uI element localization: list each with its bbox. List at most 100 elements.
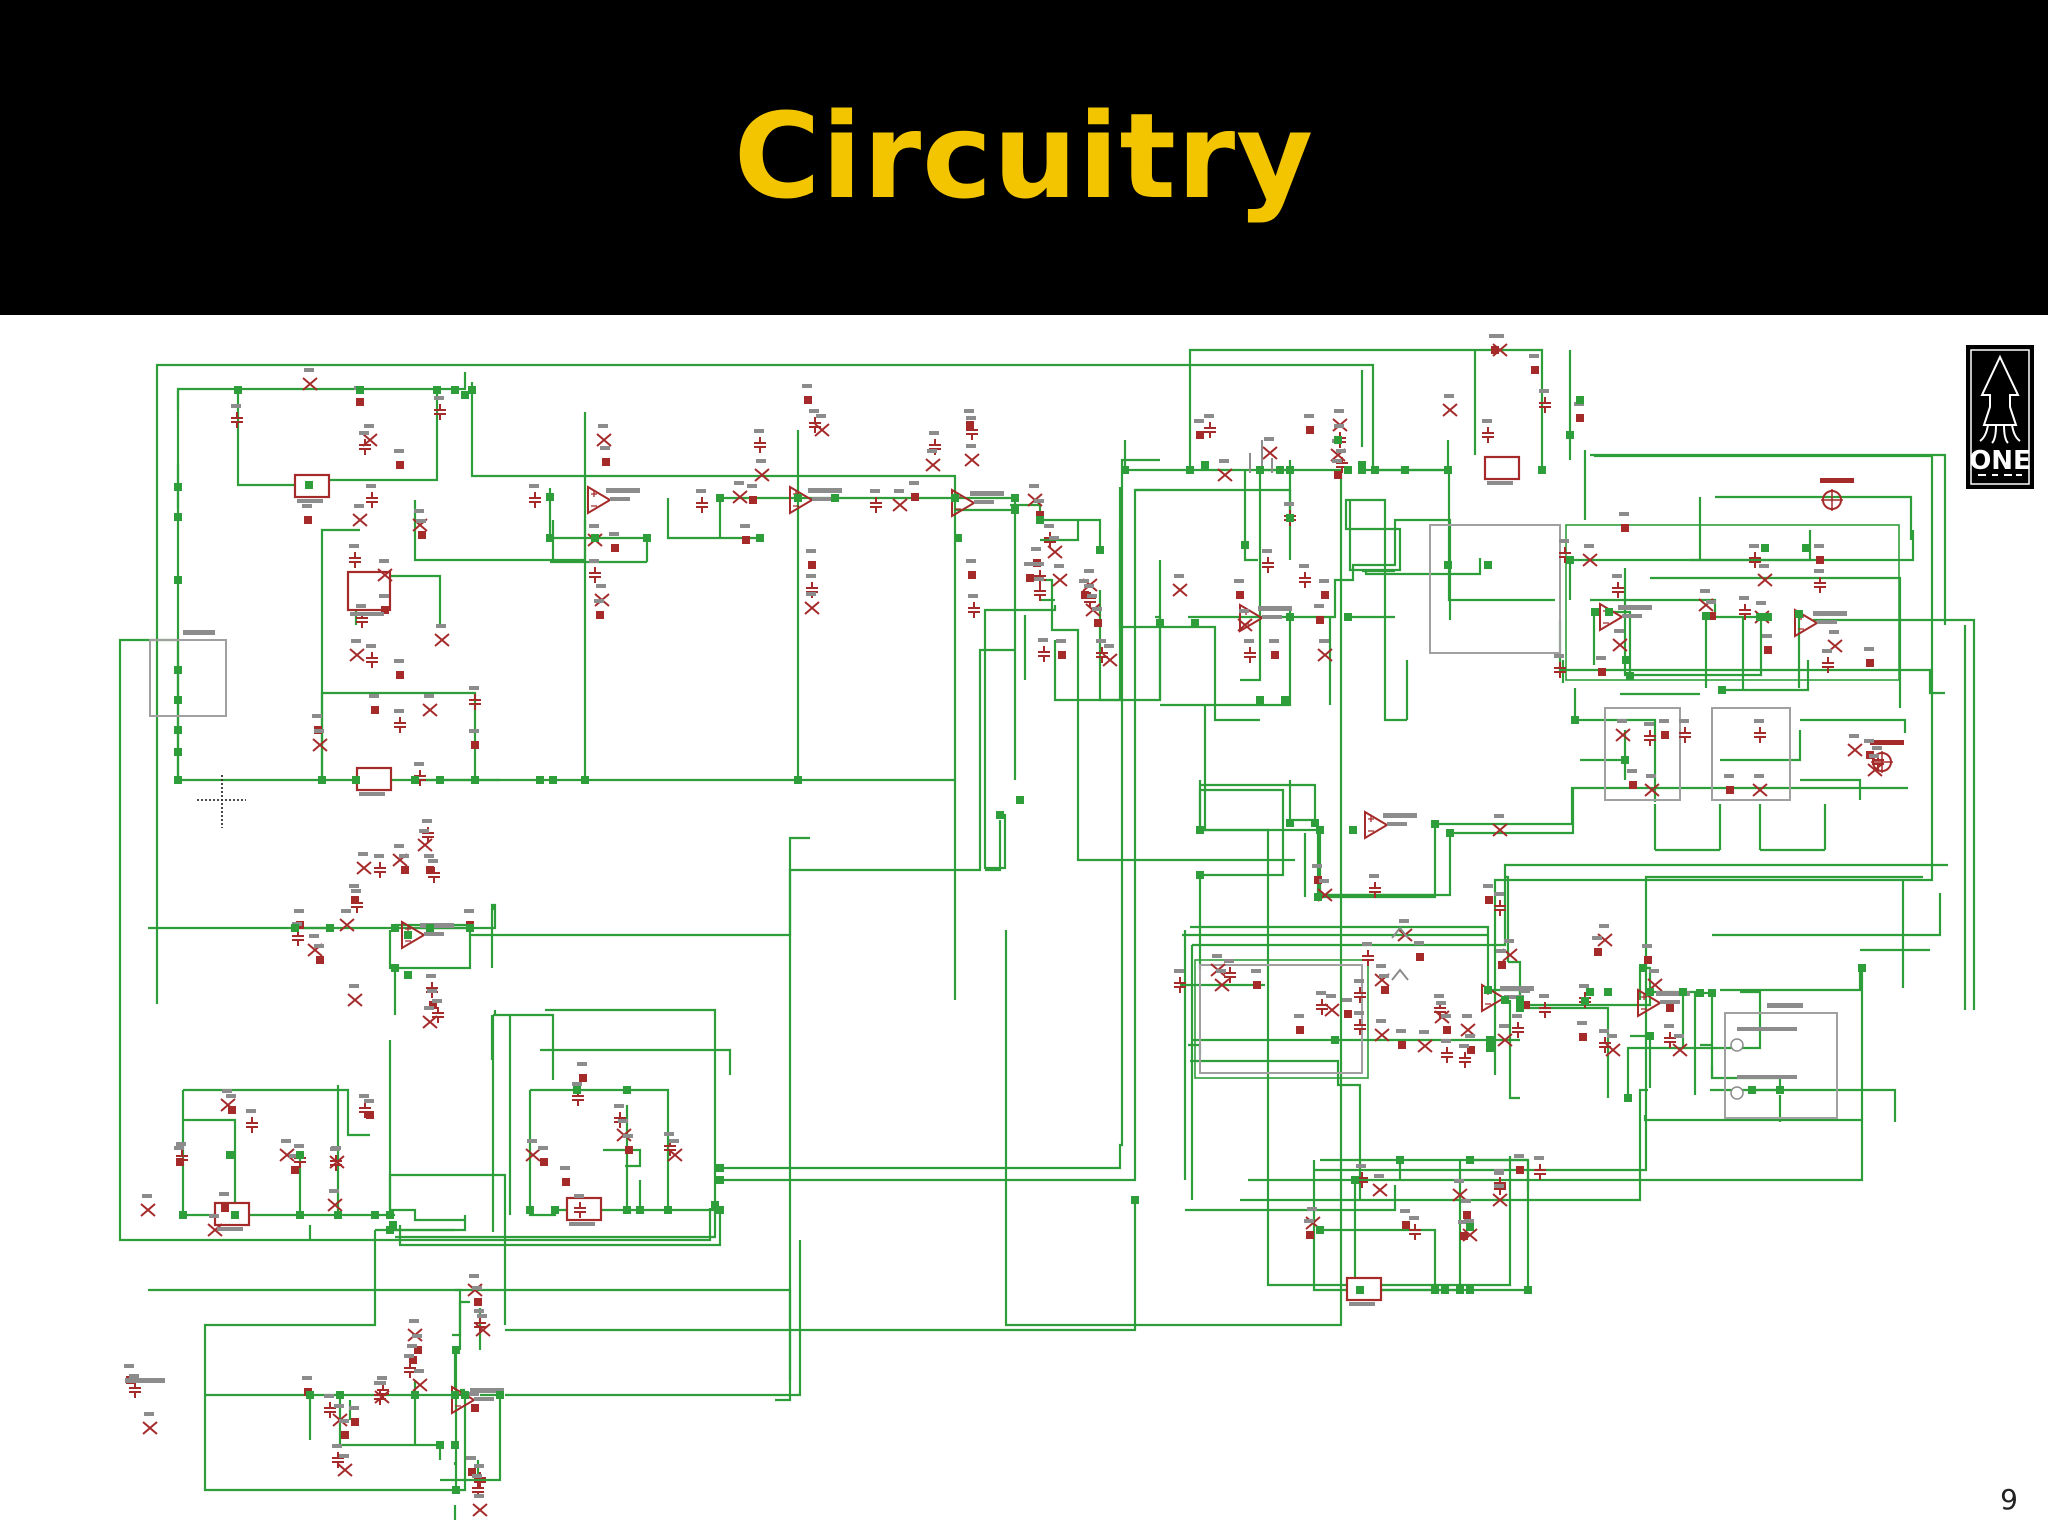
component-label <box>1617 719 1627 723</box>
wire-junction <box>591 534 599 542</box>
component-label <box>1592 936 1602 940</box>
component-label <box>129 1374 139 1378</box>
capacitor-symbol <box>1539 397 1551 413</box>
component-label <box>472 1474 482 1478</box>
component-pin <box>1081 591 1089 599</box>
wire-path <box>1435 786 1908 826</box>
component-label <box>1024 562 1034 566</box>
wire-junction <box>451 386 459 394</box>
component-label <box>1584 544 1594 548</box>
wire-junction <box>716 1206 724 1214</box>
component-label <box>669 1139 679 1143</box>
component-label <box>414 509 424 513</box>
wire-path <box>1190 1059 1362 1200</box>
opamp-symbol <box>789 485 814 515</box>
wire-junction <box>1748 1086 1756 1094</box>
component-pin <box>1026 574 1034 582</box>
component-label <box>1539 389 1549 393</box>
wire-junction <box>1696 989 1704 997</box>
component-label <box>414 1369 424 1373</box>
component-label <box>349 884 359 888</box>
wire-junction <box>1626 672 1634 680</box>
component-label <box>1622 614 1642 618</box>
capacitor-symbol <box>176 1150 188 1166</box>
wire-junction <box>334 1211 342 1219</box>
component-label <box>1724 774 1734 778</box>
component-pin <box>1196 431 1204 439</box>
component-label <box>1096 639 1106 643</box>
wire-junction <box>291 924 299 932</box>
wire-path <box>1722 660 1810 692</box>
wire-junction <box>1036 516 1044 524</box>
component-label <box>1664 1024 1674 1028</box>
component-label <box>1756 601 1766 605</box>
wire-path <box>1198 788 1285 877</box>
component-label <box>1759 564 1769 568</box>
component-label <box>469 1392 479 1396</box>
component-label <box>816 414 826 418</box>
wire-path <box>983 605 1057 870</box>
wire-path <box>309 390 439 482</box>
wire-junction <box>1431 820 1439 828</box>
component-label <box>1212 954 1222 958</box>
wire-path <box>720 458 1160 1170</box>
component-label <box>1219 459 1229 463</box>
wire-path <box>1712 880 1942 988</box>
component-label <box>1379 974 1389 978</box>
wire-junction <box>1444 561 1452 569</box>
wire-path <box>1583 450 1947 665</box>
ic-box <box>355 766 393 792</box>
wire-junction <box>234 386 242 394</box>
wire-junction <box>1358 461 1366 469</box>
wire-junction <box>1444 466 1452 474</box>
capacitor-symbol <box>359 1102 371 1118</box>
component-label <box>1304 1219 1314 1223</box>
wire-junction <box>1286 613 1294 621</box>
component-label <box>1829 630 1839 634</box>
component-label <box>1599 1029 1609 1033</box>
component-pin <box>396 671 404 679</box>
opamp-symbol <box>1364 810 1389 840</box>
component-pin <box>1491 346 1499 354</box>
capacitor-symbol <box>472 1482 484 1498</box>
component-label <box>349 544 359 548</box>
component-label <box>1334 424 1344 428</box>
wire-junction <box>1316 1226 1324 1234</box>
resistor-symbol <box>1605 1043 1621 1057</box>
component-label <box>1674 1034 1684 1038</box>
resistor-symbol <box>1374 1028 1390 1042</box>
component-label <box>1504 939 1514 943</box>
component-label <box>618 1119 628 1123</box>
component-label <box>1577 1021 1587 1025</box>
resistor-symbol <box>1492 343 1508 357</box>
component-pin <box>749 496 757 504</box>
component-label <box>1092 607 1102 611</box>
component-label <box>1087 594 1097 598</box>
component-pin <box>471 1404 479 1412</box>
wire-junction <box>1286 466 1294 474</box>
component-label <box>598 424 608 428</box>
resistor-symbol <box>1372 1183 1388 1197</box>
component-label <box>376 1381 386 1385</box>
wire-junction <box>1256 696 1264 704</box>
capacitor-symbol <box>574 1202 586 1218</box>
wire-path <box>1520 1006 1610 1098</box>
component-label <box>594 599 604 603</box>
component-pin <box>1381 986 1389 994</box>
component-label <box>740 524 750 528</box>
component-label <box>379 594 389 598</box>
component-label <box>359 792 385 796</box>
resistor-symbol <box>352 513 368 527</box>
connector-label <box>1820 478 1854 483</box>
wire-junction <box>1516 1004 1524 1012</box>
capacitor-symbol <box>356 612 368 628</box>
opamp-symbol <box>587 485 612 515</box>
wire-path <box>118 638 712 1242</box>
component-pin <box>1334 471 1342 479</box>
component-label <box>1612 574 1622 578</box>
wire-path <box>388 1040 467 1222</box>
resistor-symbol <box>1497 1033 1513 1047</box>
wire-path <box>320 691 477 780</box>
wire-path <box>1053 530 1122 702</box>
component-label <box>1354 979 1364 983</box>
